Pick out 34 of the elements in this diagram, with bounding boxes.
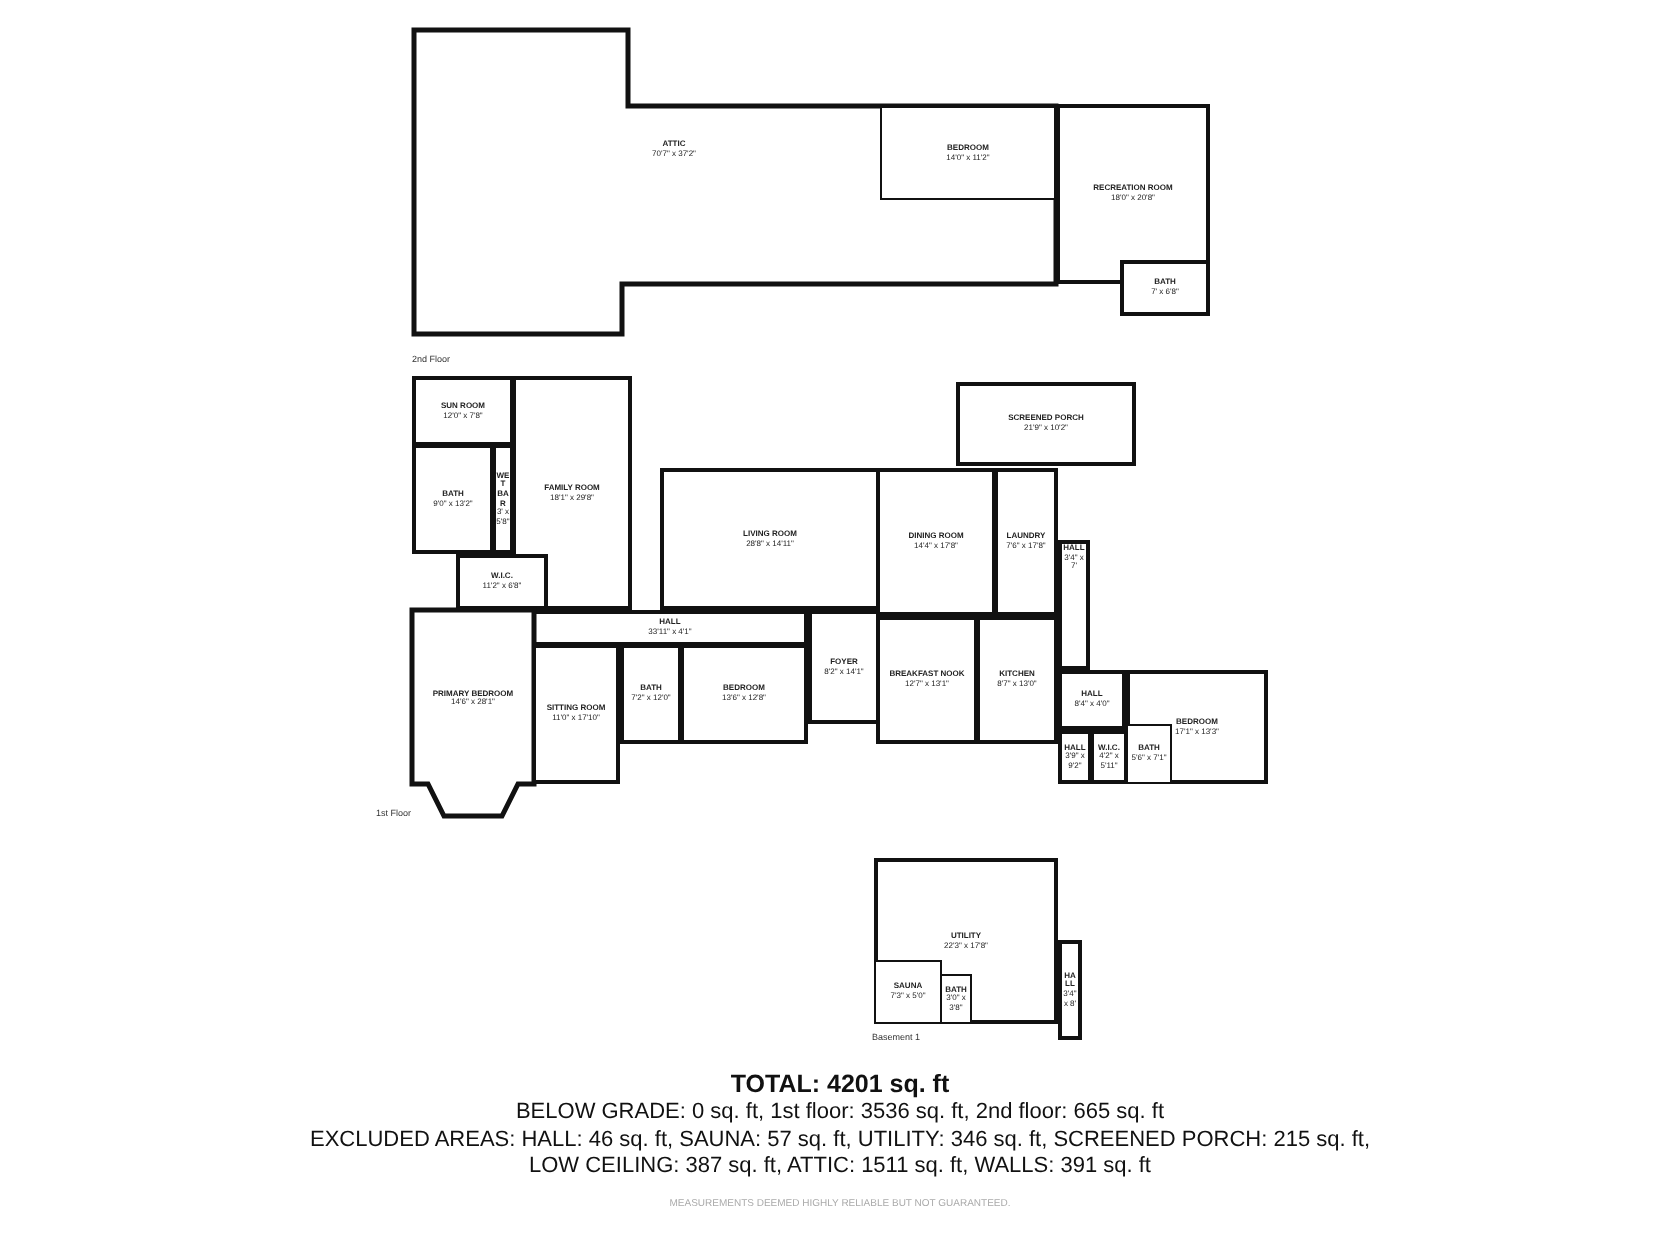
room	[1120, 260, 1210, 316]
room	[412, 444, 494, 554]
room	[876, 468, 996, 616]
room	[532, 610, 808, 646]
room	[620, 644, 682, 744]
room	[1058, 670, 1126, 730]
room	[1056, 104, 1210, 284]
room	[660, 468, 880, 610]
room	[956, 382, 1136, 466]
room	[1126, 724, 1172, 784]
room	[680, 644, 808, 744]
area-summary: BELOW GRADE: 0 sq. ft, 1st floor: 3536 sq. ft, 2nd floor: 665 sq. ft	[513, 1100, 1167, 1127]
room	[492, 444, 514, 554]
area-summary: EXCLUDED AREAS: HALL: 46 sq. ft, SAUNA: 57 sq. ft, UTILITY: 346 sq. ft, SCREENED PORCH: 215 sq. ft, LOW CEILING: 387 sq. ft, ATTIC: 1511 sq. ft, WALLS: 391 sq. ft	[307, 1127, 1373, 1181]
room	[456, 554, 548, 610]
room	[876, 616, 978, 744]
room	[412, 376, 514, 446]
room	[994, 468, 1058, 616]
room	[976, 616, 1058, 744]
room	[1090, 730, 1128, 784]
room	[1058, 540, 1090, 670]
room	[414, 30, 1056, 334]
room	[808, 610, 880, 724]
total-area-heading: TOTAL: 4201 sq. ft	[728, 1070, 952, 1100]
room	[874, 858, 1058, 1024]
room	[1058, 940, 1082, 1040]
room	[512, 376, 632, 610]
room	[532, 644, 620, 784]
room	[1126, 670, 1268, 784]
room	[874, 960, 942, 1024]
room	[1058, 730, 1092, 784]
room	[412, 610, 534, 820]
room	[940, 974, 972, 1024]
room	[880, 106, 1056, 200]
